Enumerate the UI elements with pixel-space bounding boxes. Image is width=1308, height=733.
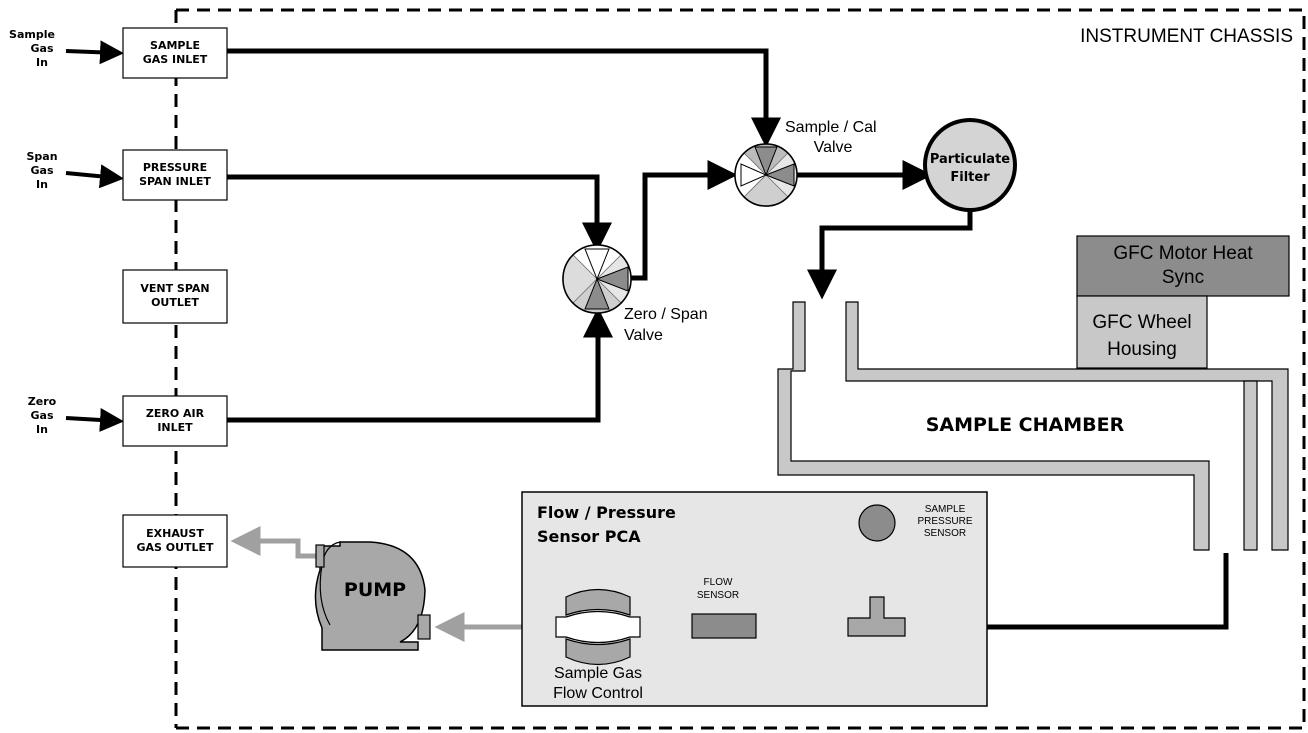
- exhaust-gas-outlet-line1: EXHAUST: [146, 527, 204, 540]
- pump: PUMP: [314, 541, 431, 651]
- sample-gas-flow-control: Sample Gas Flow Control: [553, 588, 643, 702]
- flow-lines: [227, 48, 1229, 642]
- gfc-motor-label-2: Sync: [1162, 267, 1204, 288]
- zero-air-inlet-port: ZERO AIR INLET: [122, 395, 228, 447]
- span-gas-in-label-2: Gas: [31, 164, 54, 177]
- pressure-tee: [847, 596, 906, 637]
- zero-span-valve: [562, 244, 632, 314]
- sample-chamber-label: SAMPLE CHAMBER: [926, 414, 1125, 436]
- sample-inlet-to-cal-valve-line: [227, 48, 781, 148]
- sample-cal-valve: [734, 143, 798, 207]
- sample-gas-inlet-port: SAMPLE GAS INLET: [122, 27, 228, 79]
- sample-gas-in-arrow: [65, 40, 124, 65]
- sample-gas-in-label-2: Gas: [31, 42, 54, 55]
- chamber-to-tee-line: [910, 553, 1229, 642]
- sample-gas-inlet-line1: SAMPLE: [150, 39, 200, 52]
- zero-gas-in-label-1: Zero: [28, 395, 57, 408]
- exhaust-gas-outlet-line2: GAS OUTLET: [136, 541, 214, 554]
- pca-label-2: Sensor PCA: [537, 527, 641, 546]
- flow-sensor: FLOW SENSOR: [691, 577, 757, 639]
- zero-gas-in-label-3: In: [36, 423, 48, 436]
- span-gas-in-arrow: [65, 164, 124, 189]
- sample-gas-inlet-line2: GAS INLET: [143, 53, 208, 66]
- vent-span-outlet-line2: OUTLET: [151, 296, 199, 309]
- zero-gas-in-arrow: [65, 407, 124, 432]
- flow-sensor-label-1: FLOW: [704, 577, 733, 588]
- chassis-label: INSTRUMENT CHASSIS: [1080, 26, 1293, 47]
- span-inlet-to-zero-span-valve-line: [227, 174, 612, 253]
- span-gas-in-label-1: Span: [26, 150, 57, 163]
- flow-sensor-label-2: SENSOR: [697, 590, 739, 601]
- pressure-sensor-label-3: SENSOR: [924, 528, 966, 539]
- flow-control-label-2: Flow Control: [553, 685, 643, 702]
- zero-inlet-to-zero-span-valve-line: [227, 307, 613, 423]
- particulate-filter-label-2: Filter: [950, 170, 990, 185]
- sample-gas-in-label-3: In: [36, 56, 48, 69]
- pca-label-1: Flow / Pressure: [537, 503, 676, 522]
- sample-pressure-sensor: SAMPLE PRESSURE SENSOR: [858, 504, 973, 542]
- pressure-span-inlet-port: PRESSURE SPAN INLET: [122, 149, 228, 201]
- zero-gas-in-label-2: Gas: [31, 409, 54, 422]
- gfc-wheel-housing: GFC Wheel Housing: [1076, 295, 1208, 369]
- external-sample-gas: Sample Gas In: [9, 28, 55, 69]
- sample-cal-valve-label-1: Sample / Cal: [785, 119, 877, 136]
- gfc-wheel-label-1: GFC Wheel: [1092, 312, 1191, 333]
- zero-span-valve-label-2: Valve: [624, 327, 663, 344]
- pressure-span-inlet-line2: SPAN INLET: [139, 175, 211, 188]
- pressure-sensor-label-1: SAMPLE: [925, 504, 966, 515]
- particulate-filter: Particulate Filter: [923, 118, 1017, 212]
- gfc-motor-label-1: GFC Motor Heat: [1113, 243, 1253, 264]
- instrument-chassis: INSTRUMENT CHASSIS: [174, 8, 1306, 730]
- vent-span-outlet-port: VENT SPAN OUTLET: [122, 269, 228, 324]
- zero-air-inlet-line2: INLET: [157, 421, 193, 434]
- pressure-span-inlet-line1: PRESSURE: [143, 161, 207, 174]
- sample-cal-valve-label-2: Valve: [814, 139, 853, 156]
- sample-gas-in-label-1: Sample: [9, 28, 55, 41]
- sample-chamber: SAMPLE CHAMBER: [777, 301, 1289, 551]
- gfc-wheel-label-2: Housing: [1107, 339, 1177, 360]
- exhaust-gas-outlet-port: EXHAUST GAS OUTLET: [122, 514, 228, 568]
- external-zero-gas: Zero Gas In: [28, 395, 57, 436]
- pump-to-exhaust-line: [230, 526, 320, 559]
- filter-to-chamber-line: [807, 203, 973, 300]
- span-gas-in-label-3: In: [36, 178, 48, 191]
- vent-span-outlet-line1: VENT SPAN: [140, 282, 209, 295]
- gfc-motor-heat-sync: GFC Motor Heat Sync: [1076, 235, 1290, 297]
- pressure-sensor-label-2: PRESSURE: [917, 516, 972, 527]
- zero-span-valve-label-1: Zero / Span: [624, 306, 708, 323]
- particulate-filter-label-1: Particulate: [930, 152, 1010, 167]
- pump-label: PUMP: [344, 579, 406, 601]
- external-span-gas: Span Gas In: [26, 150, 57, 191]
- zero-air-inlet-line1: ZERO AIR: [146, 407, 205, 420]
- flow-control-label-1: Sample Gas: [554, 665, 642, 682]
- zero-span-to-cal-valve-line: [628, 160, 738, 281]
